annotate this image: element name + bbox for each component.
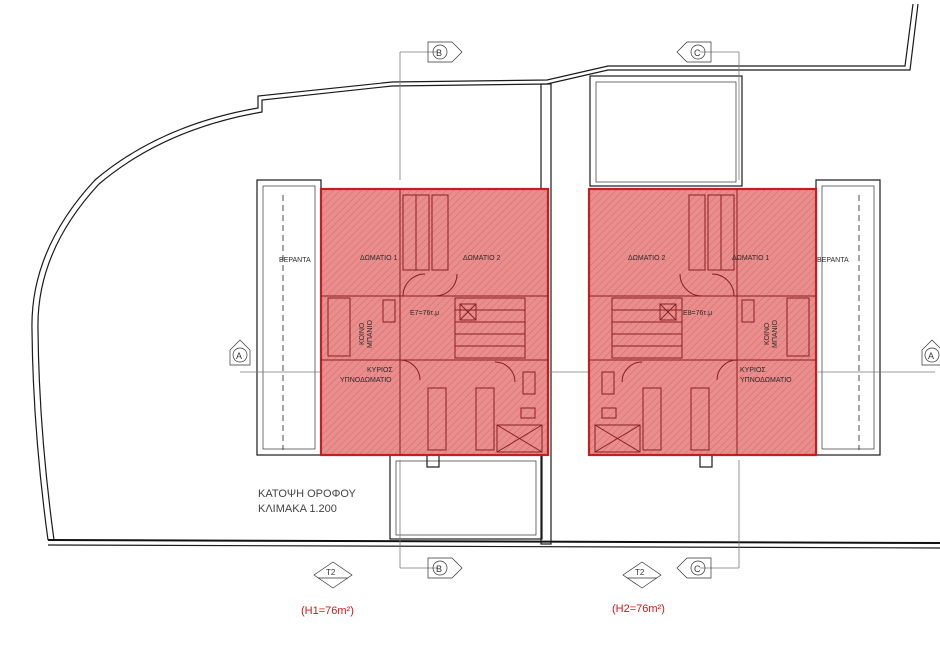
section-marker-a-left: A xyxy=(229,339,251,366)
room1-label-right: ΔΩΜΑΤΙΟ 1 xyxy=(732,255,769,262)
building-outline xyxy=(240,51,935,569)
bath-label-left-1: ΚΟΙΝΟ xyxy=(359,322,366,345)
section-c-bottom-text: C xyxy=(694,564,701,574)
room2-label-right: ΔΩΜΑΤΙΟ 2 xyxy=(628,255,665,262)
section-marker-b-top: B xyxy=(427,41,463,63)
section-c-top-text: C xyxy=(694,48,701,58)
type-tag-right-text: T2 xyxy=(635,568,645,577)
section-marker-b-bottom: B xyxy=(427,557,463,579)
master-label-right-2: ΥΠΝΟΔΩΜΑΤΙΟ xyxy=(740,377,792,384)
section-marker-c-top: C xyxy=(676,41,712,63)
type-tag-right: T2 xyxy=(622,561,662,589)
unit-area-right: Ε8=76τ.μ xyxy=(683,310,712,317)
house-area-h2: (H2=76m²) xyxy=(612,603,665,615)
master-label-left-2: ΥΠΝΟΔΩΜΑΤΙΟ xyxy=(340,377,392,384)
veranda-label-left: ΒΕΡΑΝΤΑ xyxy=(279,257,311,264)
room1-label-left: ΔΩΜΑΤΙΟ 1 xyxy=(360,255,397,262)
site-boundary xyxy=(31,3,940,549)
room2-label-left: ΔΩΜΑΤΙΟ 2 xyxy=(463,255,500,262)
plan-title-line2: ΚΛΙΜΑΚΑ 1.200 xyxy=(258,503,337,515)
house-area-h1: (H1=76m²) xyxy=(301,605,354,617)
section-a-left-text: A xyxy=(236,351,242,361)
unit-area-left: Ε7=76τ.μ xyxy=(410,310,439,317)
bath-label-left-2: ΜΠΑΝΙΟ xyxy=(367,319,374,348)
section-b-bottom-text: B xyxy=(436,564,442,574)
section-a-right-text: A xyxy=(928,351,934,361)
plan-title-line1: ΚΑΤΟΨΗ ΟΡΟΦΟΥ xyxy=(258,488,357,500)
master-label-right-1: ΚΥΡΙΟΣ xyxy=(740,367,766,374)
unit-right xyxy=(587,187,818,457)
veranda-label-right: ΒΕΡΑΝΤΑ xyxy=(817,257,849,264)
type-tag-left-text: T2 xyxy=(326,568,336,577)
section-marker-c-bottom: C xyxy=(676,557,712,579)
master-label-left-1: ΚΥΡΙΟΣ xyxy=(367,367,393,374)
bath-label-right-2: ΜΠΑΝΙΟ xyxy=(772,319,779,348)
section-b-top-text: B xyxy=(436,48,442,58)
type-tag-left: T2 xyxy=(313,561,353,589)
section-marker-a-right: A xyxy=(921,339,940,366)
unit-left xyxy=(319,187,550,457)
bath-label-right-1: ΚΟΙΝΟ xyxy=(764,322,771,345)
